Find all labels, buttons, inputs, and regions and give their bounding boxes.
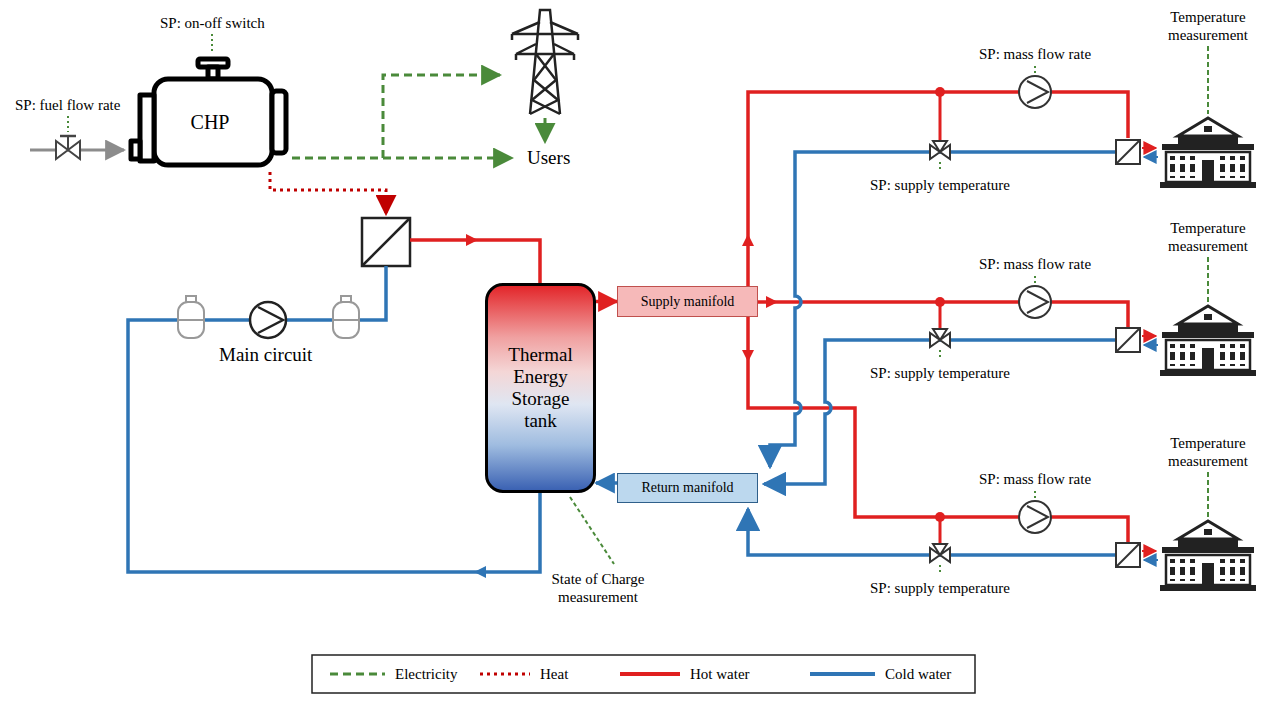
- leader-line: [570, 497, 614, 564]
- tank-label: Thermal Energy Storage tank: [501, 344, 581, 431]
- annotation-label: SP: on-off switch: [160, 14, 265, 32]
- annotation-label: SP: mass flow rate: [979, 45, 1091, 63]
- chp-engine: CHP: [128, 55, 292, 170]
- legend-label: Cold water: [885, 665, 951, 683]
- annotation-label: Temperature measurement: [1153, 219, 1263, 255]
- heat-exchanger: [1116, 140, 1140, 567]
- leader-line: [940, 66, 1035, 575]
- flow-arrow: [474, 566, 486, 578]
- manifold-box: Supply manifold: [617, 286, 758, 317]
- building-link: [1142, 148, 1158, 560]
- fuel-line: [30, 116, 124, 159]
- heat-line: [270, 172, 386, 214]
- pump-symbol: [250, 302, 286, 338]
- annotation-label: SP: fuel flow rate: [15, 96, 120, 114]
- node-text-group: Supply manifold: [641, 294, 735, 310]
- electricity-line: [292, 75, 545, 158]
- node-text-group: Return manifold: [641, 480, 733, 496]
- three-way-valve: [930, 141, 950, 562]
- power-tower: [512, 10, 578, 114]
- hot-water-pipe: [410, 240, 540, 283]
- annotation-label: Temperature measurement: [1153, 8, 1263, 44]
- main-circuit-pipe: [128, 266, 540, 572]
- building-icon: [1160, 118, 1256, 591]
- hot-water-pipe: [748, 92, 1128, 543]
- annotation-label: Main circuit: [219, 346, 312, 364]
- cold-water-pipe: [748, 152, 1116, 555]
- node-text-group: CHP: [191, 111, 230, 134]
- annotation-label: SP: supply temperature: [870, 579, 1010, 597]
- leader-line: [211, 34, 213, 52]
- node-label: CHP: [191, 111, 230, 134]
- pump-symbol: [1019, 76, 1051, 533]
- annotation-label: SP: mass flow rate: [979, 255, 1091, 273]
- legend-box: [312, 655, 975, 693]
- legend-label: Electricity: [395, 665, 457, 683]
- node-label: Supply manifold: [641, 294, 735, 310]
- node-text-group: Thermal Energy Storage tank: [501, 344, 581, 431]
- storage-tank: Thermal Energy Storage tank: [485, 283, 596, 493]
- annotation-label: SP: supply temperature: [870, 364, 1010, 382]
- legend-label: Hot water: [690, 665, 750, 683]
- annotation-label: SP: mass flow rate: [979, 470, 1091, 488]
- manifold-box: Return manifold: [617, 473, 758, 503]
- annotation-label: SP: supply temperature: [870, 176, 1010, 194]
- expansion-vessel: [178, 296, 359, 338]
- pipe-connector: [596, 300, 617, 304]
- node-label: Return manifold: [641, 480, 733, 496]
- flow-arrow: [466, 234, 478, 246]
- legend-label: Heat: [540, 665, 568, 683]
- annotation-label: State of Charge measurement: [528, 570, 668, 606]
- pipe-connector: [596, 481, 617, 485]
- annotation-label: Users: [527, 149, 570, 167]
- heat-exchanger: [362, 218, 410, 266]
- annotation-label: Temperature measurement: [1153, 434, 1263, 470]
